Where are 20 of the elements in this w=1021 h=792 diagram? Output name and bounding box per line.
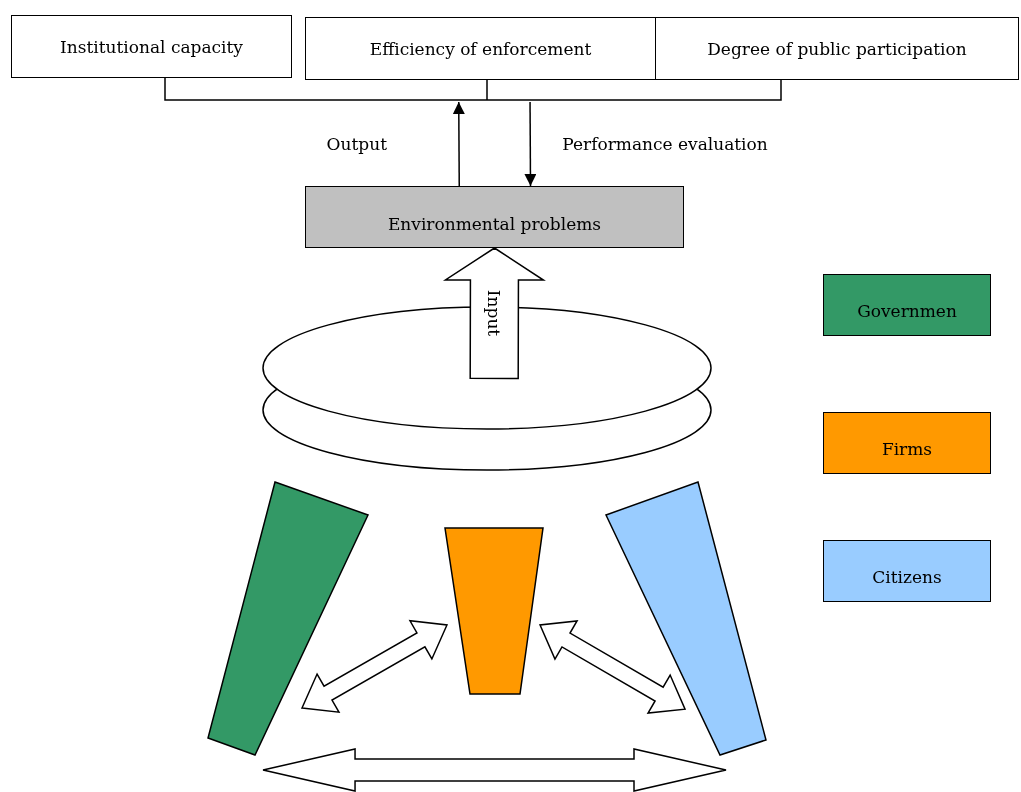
block-arrow: [442, 247, 546, 380]
indicator-box: [655, 17, 1019, 80]
box-label: Efficiency of enforcement: [369, 38, 592, 59]
legend-label: Governmen: [857, 301, 957, 321]
box-label: Institutional capacity: [60, 36, 243, 57]
problem-box: [305, 186, 684, 248]
indicator-box: [11, 15, 292, 78]
arrow: [524, 101, 537, 187]
edge-label: Input: [484, 290, 505, 337]
block-arrow: [538, 620, 687, 714]
legend-label: Firms: [881, 439, 933, 459]
legend-label: Citizens: [872, 567, 942, 587]
edge-label: Performance evaluation: [562, 134, 768, 154]
edge-label: Output: [326, 134, 387, 154]
arrow: [452, 101, 465, 187]
box-label: Environmental problems: [387, 214, 602, 234]
indicator-box: [305, 17, 656, 80]
block-arrow: [300, 619, 449, 714]
block-arrow: [262, 748, 727, 792]
box-label: Degree of public participation: [707, 38, 967, 59]
